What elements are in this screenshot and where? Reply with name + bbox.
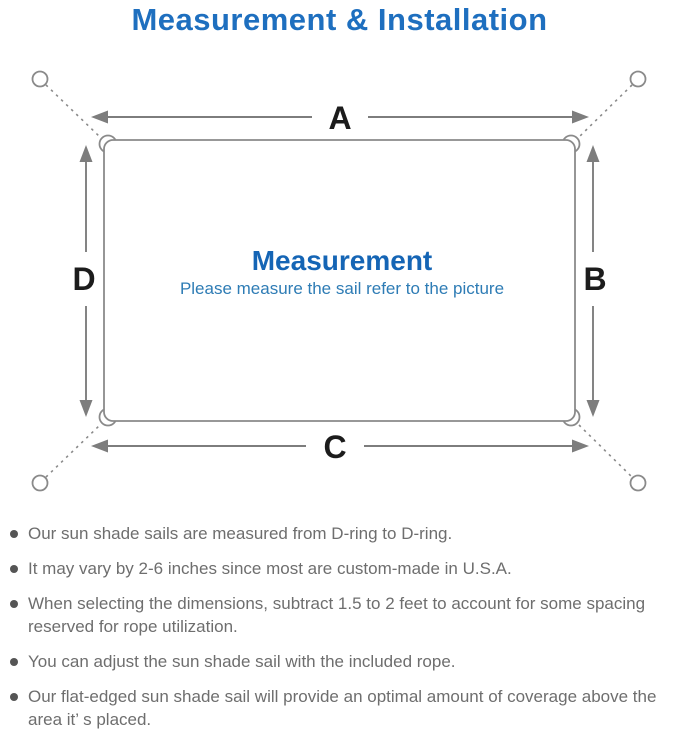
dim-arrow-b — [586, 145, 600, 417]
bullet-dot-icon — [10, 530, 18, 538]
dim-arrow-a — [91, 110, 589, 124]
dim-arrow-c — [91, 439, 589, 453]
note-text: Our flat-edged sun shade sail will provi… — [28, 687, 657, 729]
bullet-dot-icon — [10, 693, 18, 701]
dim-arrow-d — [79, 145, 93, 417]
anchor-point-icons — [31, 70, 647, 492]
note-text: When selecting the dimensions, subtract … — [28, 594, 646, 636]
dim-label-c: C — [323, 429, 346, 465]
bullet-dot-icon — [10, 565, 18, 573]
sail-outline — [103, 139, 576, 422]
dim-label-a: A — [328, 100, 351, 136]
page-title: Measurement & Installation — [131, 2, 548, 37]
dim-label-d: D — [72, 261, 95, 297]
sail-center-heading: Measurement — [252, 245, 433, 276]
corner-rope-lines — [45, 84, 633, 478]
note-text: You can adjust the sun shade sail with t… — [28, 652, 456, 671]
list-item: You can adjust the sun shade sail with t… — [10, 650, 671, 673]
dim-label-b: B — [583, 261, 606, 297]
note-text: Our sun shade sails are measured from D-… — [28, 524, 453, 543]
sail-center-subtitle: Please measure the sail refer to the pic… — [180, 279, 504, 298]
list-item: Our sun shade sails are measured from D-… — [10, 522, 671, 545]
bullet-dot-icon — [10, 658, 18, 666]
list-item: When selecting the dimensions, subtract … — [10, 592, 671, 638]
list-item: It may vary by 2-6 inches since most are… — [10, 557, 671, 580]
notes-list: Our sun shade sails are measured from D-… — [0, 522, 679, 739]
measurement-diagram: A B C D Measurement Please measure the s… — [31, 70, 647, 492]
bullet-dot-icon — [10, 600, 18, 608]
note-text: It may vary by 2-6 inches since most are… — [28, 559, 512, 578]
list-item: Our flat-edged sun shade sail will provi… — [10, 685, 671, 731]
